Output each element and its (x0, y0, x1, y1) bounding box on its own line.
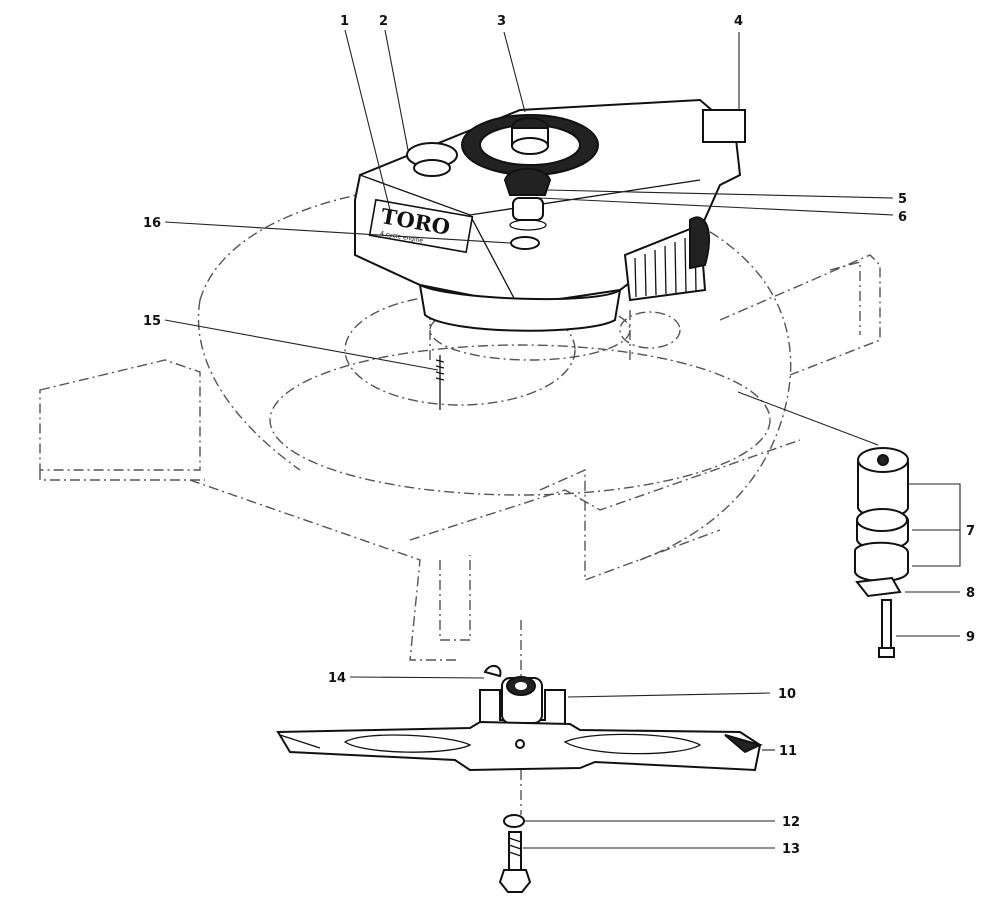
callouts: 1 2 3 4 5 6 7 8 9 10 11 12 13 14 15 16 (143, 14, 975, 857)
wheel-hub-stack (854, 447, 909, 658)
throttle-knob-icon (503, 167, 552, 231)
callout-13: 13 (782, 842, 800, 857)
callout-3: 3 (497, 14, 506, 29)
callout-14: 14 (328, 671, 346, 686)
cooling-fins (623, 216, 710, 302)
callout-2: 2 (379, 14, 388, 29)
callout-15: 15 (143, 314, 161, 329)
blade (276, 720, 763, 772)
callout-16: 16 (143, 216, 161, 231)
axle-bolt-icon (881, 599, 892, 649)
spacer-washer-icon (855, 576, 902, 598)
mower-deck-outline (39, 180, 881, 661)
washer-icon (510, 236, 540, 250)
air-cleaner-tab (702, 109, 746, 143)
key-icon (483, 664, 502, 678)
callout-11: 11 (779, 744, 797, 759)
engine: TORO 4 cycle engine (354, 98, 746, 410)
leader-lines (164, 29, 961, 849)
callout-7: 7 (966, 524, 975, 539)
callout-1: 1 (340, 14, 349, 29)
callout-9: 9 (966, 630, 975, 645)
lock-washer-icon (503, 814, 525, 828)
callout-4: 4 (734, 14, 743, 29)
callout-6: 6 (898, 210, 907, 225)
callout-8: 8 (966, 586, 975, 601)
recoil-starter-icon (461, 114, 599, 176)
callout-5: 5 (898, 192, 907, 207)
fuel-cap-icon (406, 142, 458, 177)
callout-10: 10 (778, 687, 796, 702)
blade-adapter (479, 664, 566, 729)
callout-12: 12 (782, 815, 800, 830)
blade-bolt-icon (498, 831, 532, 893)
